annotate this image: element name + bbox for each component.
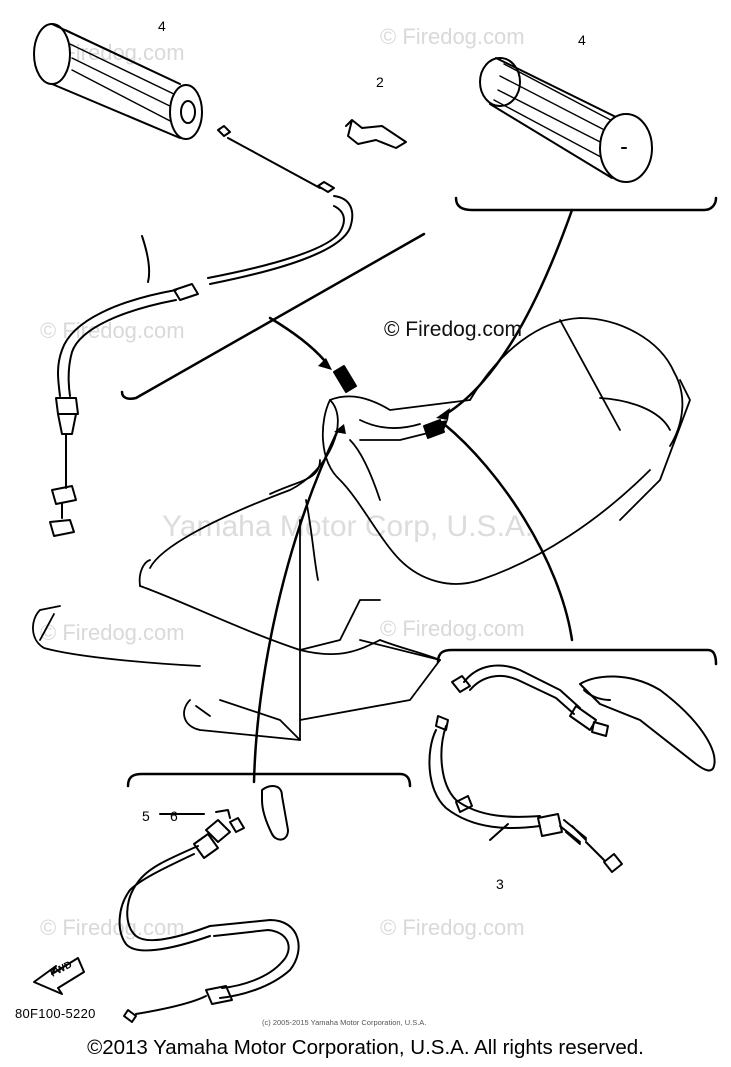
right-grip-bracket (454, 196, 718, 212)
left-throttle-cable (49, 125, 354, 537)
clip (345, 119, 407, 149)
small-copyright: (c) 2005-2015 Yamaha Motor Corporation, … (262, 1018, 427, 1027)
footer-copyright: ©2013 Yamaha Motor Corporation, U.S.A. A… (87, 1036, 644, 1059)
right-grip (479, 57, 653, 183)
callout-throttle: 6 (170, 808, 178, 824)
watermark-bottom-mid: © Firedog.com (380, 915, 525, 940)
watermark-top-right: © Firedog.com (380, 24, 525, 49)
callout-brake-cable: 3 (496, 876, 504, 892)
watermark-mid-left: © Firedog.com (40, 318, 185, 343)
callout-clip: 2 (376, 74, 384, 90)
brake-cable-bracket (436, 648, 718, 666)
callout-grip-left: 4 (158, 18, 166, 34)
part-number: 80F100-5220 (15, 1006, 96, 1021)
snowmobile-body (32, 317, 691, 741)
callout-grip-right: 4 (578, 32, 586, 48)
watermark-lower-mid: © Firedog.com (380, 616, 525, 641)
watermark-center: © Firedog.com (384, 318, 523, 341)
arrowheads (318, 358, 450, 434)
leader-arrows (252, 208, 574, 784)
throttle-assembly (118, 785, 300, 1023)
watermark-yamaha-corp: Yamaha Motor Corp, U.S.A. (162, 510, 534, 543)
throttle-group-bracket (126, 772, 412, 788)
brake-cable (428, 664, 716, 873)
handlebar-grip-marker-left (333, 365, 357, 393)
watermark-lower-left: © Firedog.com (40, 620, 185, 645)
callout-group: 5 (142, 808, 150, 824)
watermark-bottom-left: © Firedog.com (40, 915, 185, 940)
left-grip (33, 23, 203, 140)
fwd-arrow-shape (33, 957, 85, 995)
left-group-bracket (120, 232, 426, 400)
